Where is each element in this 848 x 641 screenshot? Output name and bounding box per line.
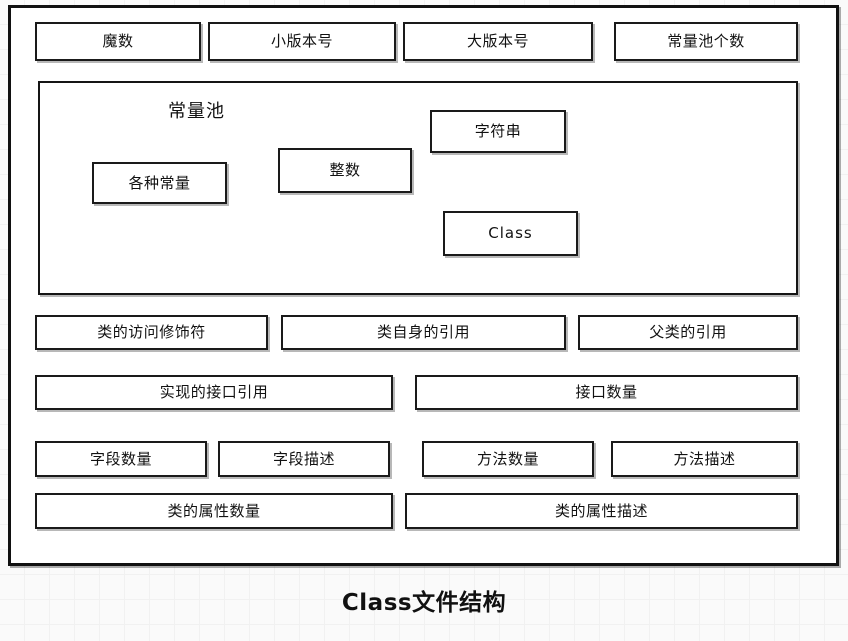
structure-field-3-1: 类的属性描述 bbox=[405, 493, 798, 529]
structure-field-0-1: 类自身的引用 bbox=[281, 315, 566, 350]
header-field-3: 常量池个数 bbox=[614, 22, 798, 61]
structure-field-1-1: 接口数量 bbox=[415, 375, 798, 410]
header-field-1: 小版本号 bbox=[208, 22, 396, 61]
structure-field-0-0: 类的访问修饰符 bbox=[35, 315, 268, 350]
structure-field-0-2: 父类的引用 bbox=[578, 315, 798, 350]
constant-pool-title: 常量池 bbox=[168, 101, 225, 122]
figure-caption: Class文件结构 bbox=[341, 590, 507, 616]
structure-field-2-0: 字段数量 bbox=[35, 441, 207, 477]
constant-pool-item-2: 字符串 bbox=[430, 110, 566, 153]
structure-field-2-1: 字段描述 bbox=[218, 441, 390, 477]
structure-field-3-0: 类的属性数量 bbox=[35, 493, 393, 529]
constant-pool-item-1: 整数 bbox=[278, 148, 412, 193]
constant-pool-item-3: Class bbox=[443, 211, 578, 256]
structure-field-2-3: 方法描述 bbox=[611, 441, 798, 477]
header-field-2: 大版本号 bbox=[403, 22, 593, 61]
header-field-0: 魔数 bbox=[35, 22, 201, 61]
structure-field-1-0: 实现的接口引用 bbox=[35, 375, 393, 410]
constant-pool-item-0: 各种常量 bbox=[92, 162, 227, 204]
structure-field-2-2: 方法数量 bbox=[422, 441, 594, 477]
